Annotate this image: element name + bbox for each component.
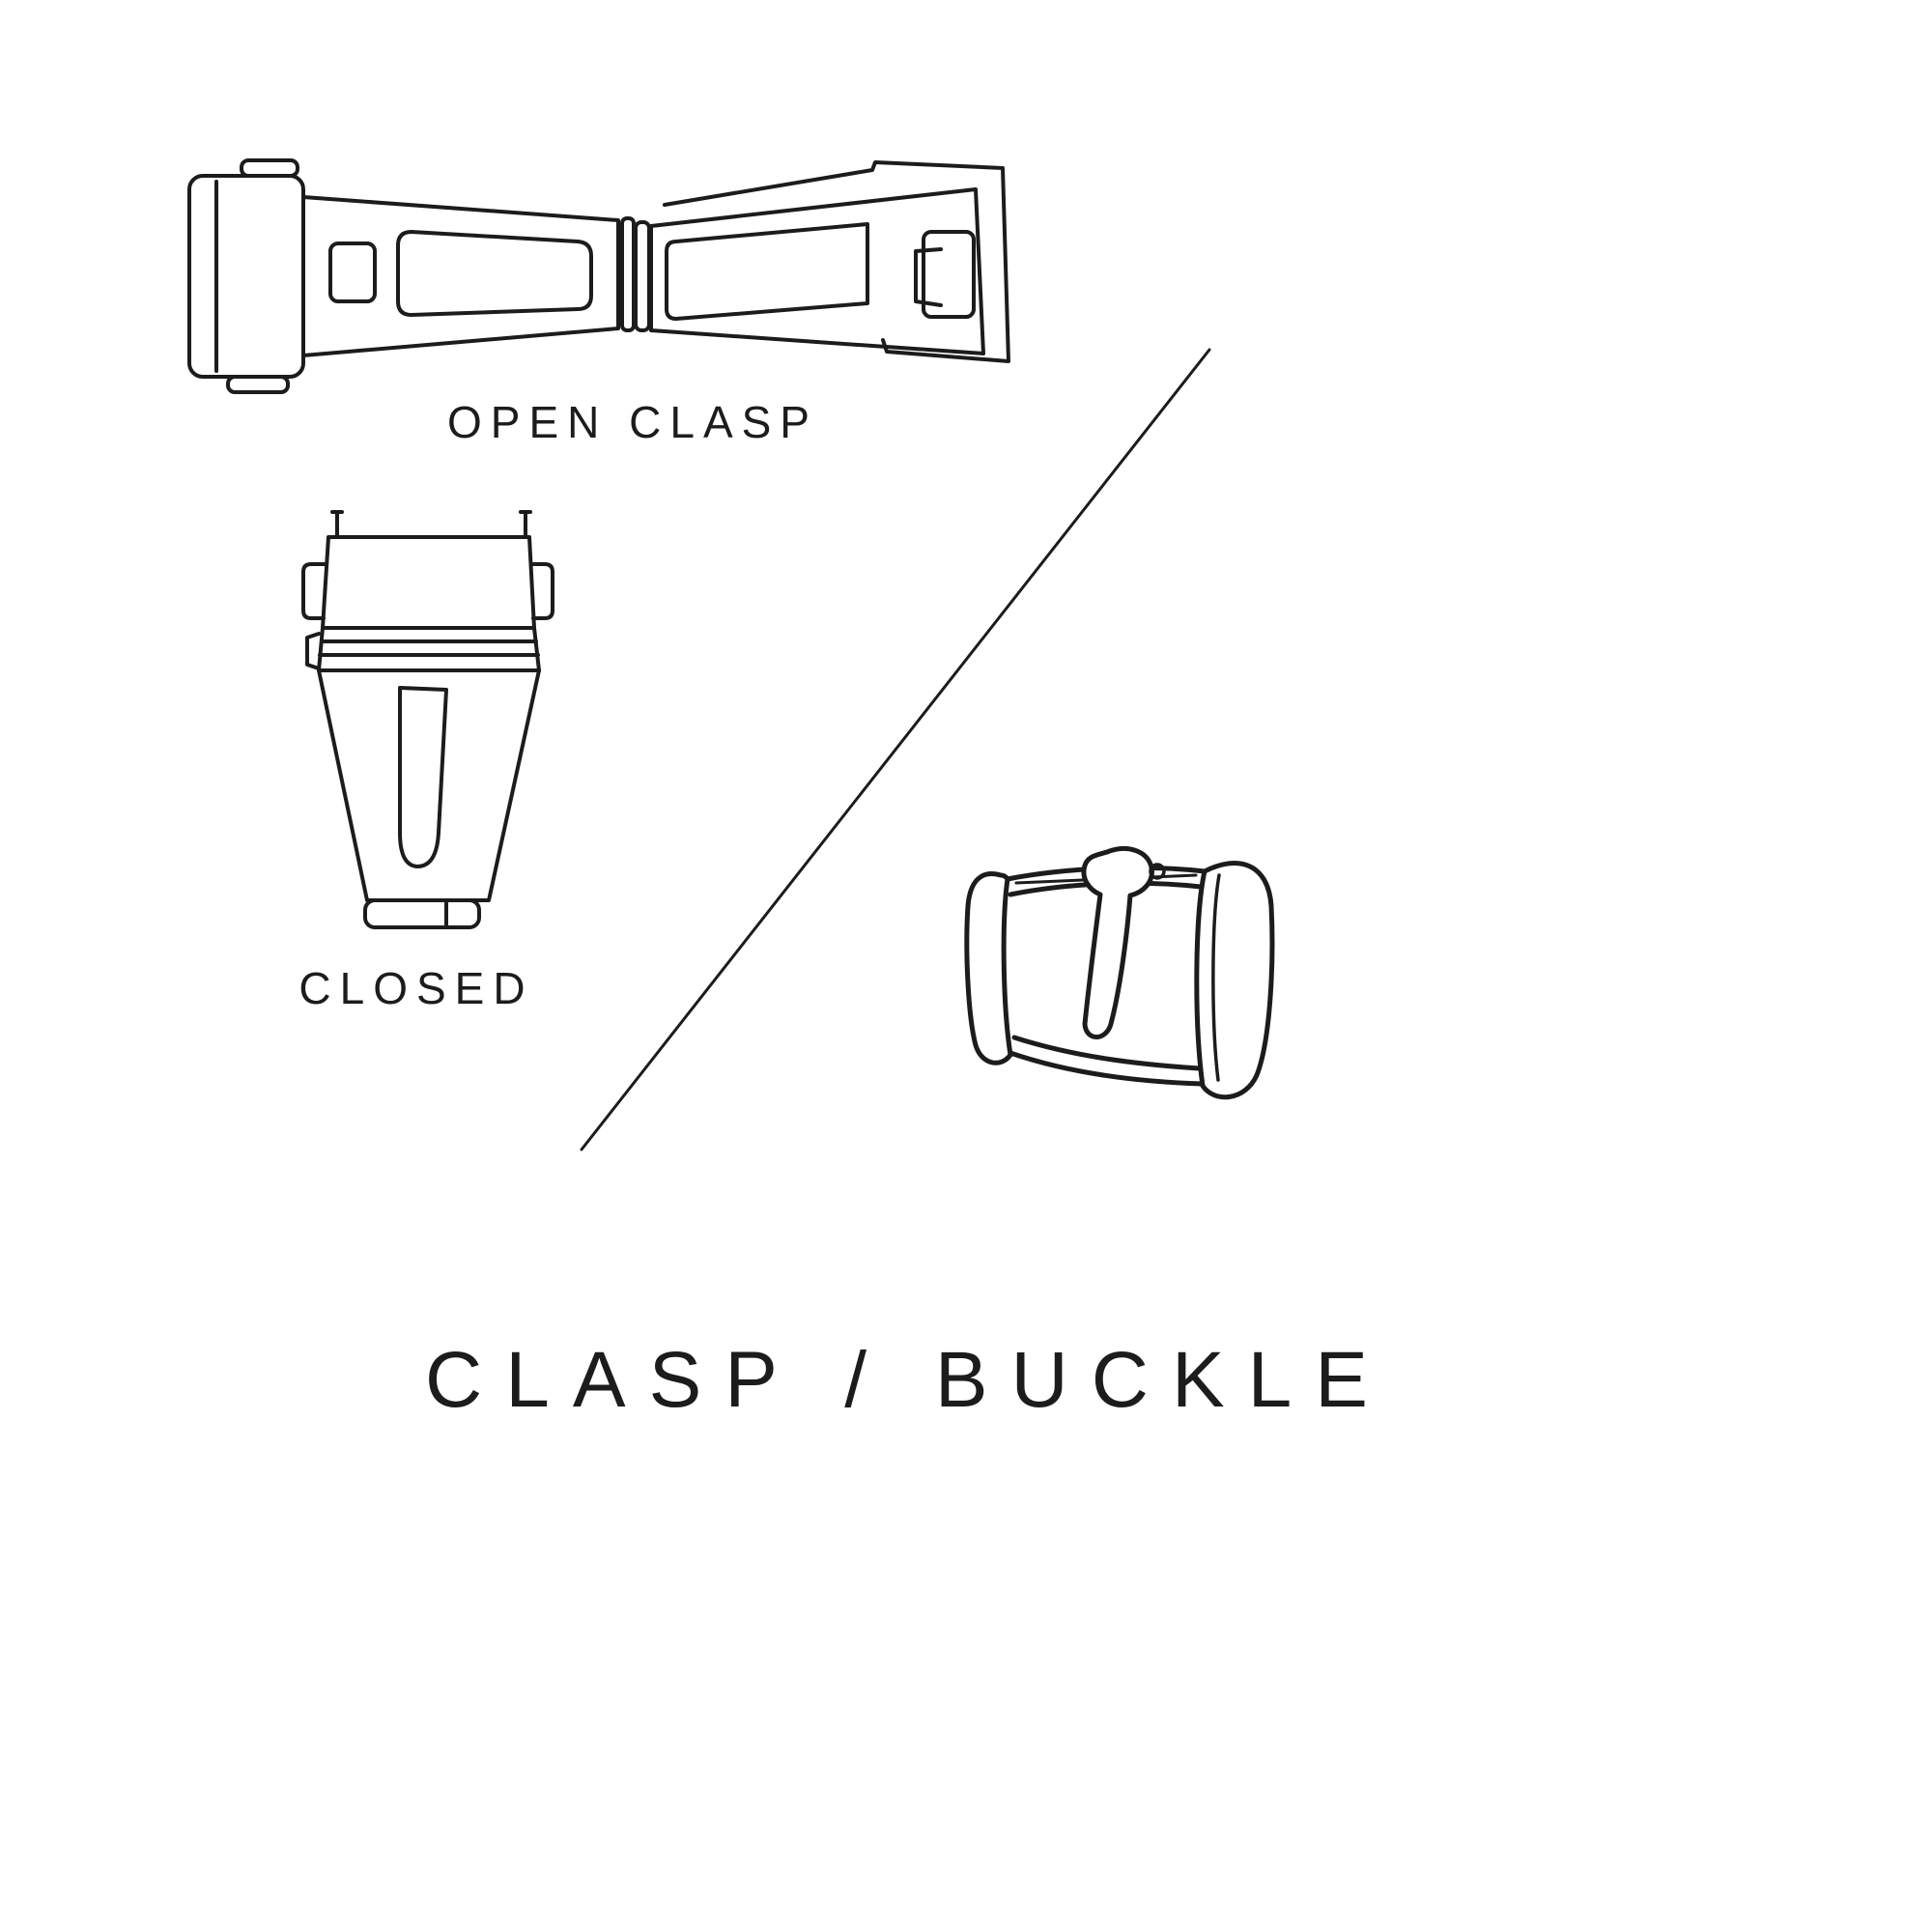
open-clasp-hinge — [620, 216, 636, 332]
open-clasp-illustration — [187, 158, 1010, 394]
closed-clasp-top-block — [321, 535, 536, 630]
open-clasp-left-blade — [301, 195, 620, 357]
buckle-spring-coil — [1149, 863, 1166, 880]
closed-clasp-body — [317, 668, 541, 902]
closed-clasp-caption: CLOSED — [298, 963, 534, 1013]
buckle-right-bar — [1194, 861, 1275, 1100]
open-clasp-end-cap — [187, 174, 305, 379]
open-clasp-caption: OPEN CLASP — [447, 397, 818, 447]
diagonal-divider-line — [580, 348, 1211, 1151]
buckle-illustration — [964, 846, 1275, 1100]
closed-clasp-illustration — [301, 510, 554, 929]
buckle-tongue — [1081, 846, 1154, 1039]
buckle-left-bar — [964, 871, 1013, 1065]
open-clasp-right-blade — [649, 187, 985, 355]
closed-clasp-bottom-cap — [363, 898, 481, 929]
page-title: CLASP / BUCKLE — [425, 1336, 1391, 1424]
